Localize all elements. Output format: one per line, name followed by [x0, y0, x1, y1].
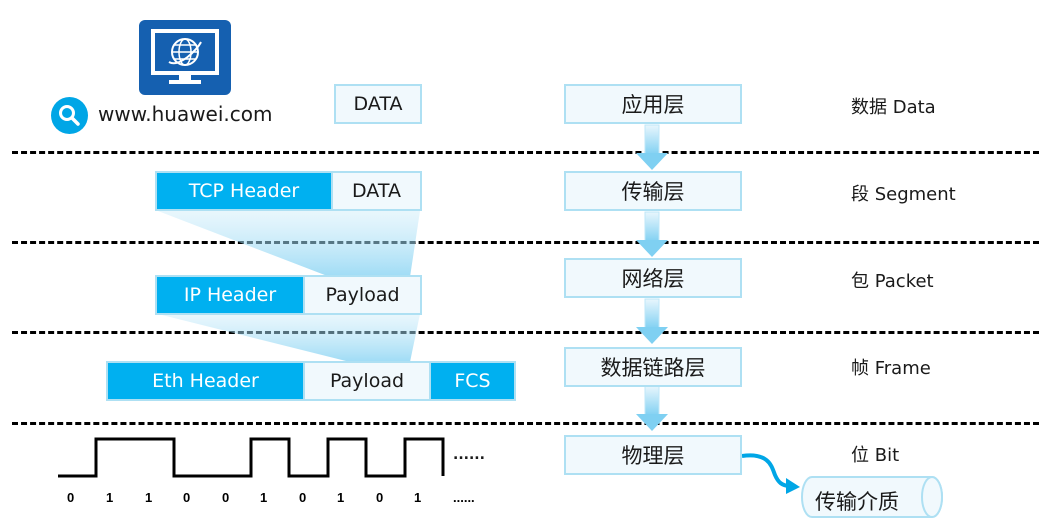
layer-separator [12, 422, 1039, 425]
bit-value: 0 [183, 490, 191, 505]
frame-pdu: Eth Header Payload FCS [106, 361, 516, 401]
layer-separator [12, 151, 1039, 154]
unit-frame: 帧 Frame [851, 358, 931, 379]
arrow-transport-to-network [636, 211, 668, 257]
search-icon[interactable] [51, 97, 88, 134]
computer-globe-icon [139, 20, 231, 95]
unit-data: 数据 Data [851, 97, 936, 118]
frame-payload: Payload [303, 363, 429, 399]
layer-network: 网络层 [564, 258, 742, 298]
unit-segment: 段 Segment [851, 184, 956, 205]
arrow-network-to-datalink [636, 298, 668, 344]
transmission-medium-label: 传输介质 [815, 490, 899, 514]
packet-payload: Payload [303, 277, 420, 313]
ip-header: IP Header [157, 277, 303, 313]
arrow-app-to-transport [636, 124, 668, 170]
layer-physical: 物理层 [564, 435, 742, 475]
application-data-box: DATA [334, 84, 422, 124]
layer-separator [12, 241, 1039, 244]
bit-value: 1 [145, 490, 153, 505]
layer-transport: 传输层 [564, 171, 742, 211]
bit-value: 0 [222, 490, 230, 505]
bit-value: 1 [414, 490, 422, 505]
bit-value: 0 [376, 490, 384, 505]
website-link[interactable]: www.huawei.com [98, 102, 273, 126]
packet-pdu: IP Header Payload [155, 275, 422, 315]
layer-separator [12, 331, 1039, 334]
arrow-physical-to-medium [741, 453, 791, 488]
unit-bit: 位 Bit [851, 445, 900, 466]
transmission-medium-cylinder [801, 476, 943, 518]
segment-data: DATA [331, 173, 420, 209]
bit-value: 1 [337, 490, 345, 505]
funnel-segment-to-packet [158, 211, 420, 277]
bit-value: 1 [106, 490, 114, 505]
bit-value: 0 [67, 490, 75, 505]
tcp-header: TCP Header [157, 173, 331, 209]
eth-header: Eth Header [108, 363, 303, 399]
arrow-datalink-to-physical [636, 385, 668, 431]
segment-pdu: TCP Header DATA [155, 171, 422, 211]
fcs-trailer: FCS [429, 363, 514, 399]
bit-value: 1 [260, 490, 268, 505]
bit-value: 0 [299, 490, 307, 505]
layer-data-link: 数据链路层 [564, 347, 742, 387]
unit-packet: 包 Packet [851, 271, 934, 292]
bit-signal-waveform [58, 437, 445, 478]
bits-ellipsis: ...... [453, 490, 475, 505]
layer-application: 应用层 [564, 84, 742, 124]
signal-ellipsis: ...... [453, 447, 485, 463]
funnel-packet-to-frame [158, 314, 420, 362]
